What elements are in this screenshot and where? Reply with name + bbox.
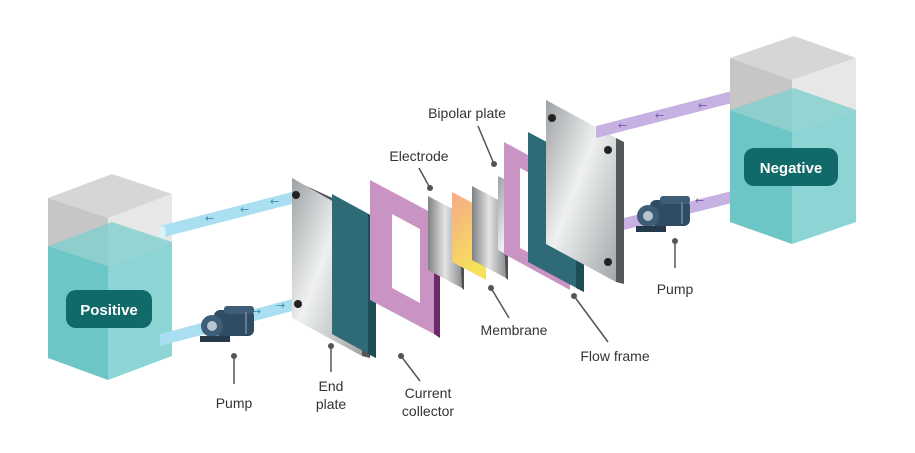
negative-label: Negative [760,160,823,177]
negative-badge: Negative [744,148,838,186]
svg-text:→: → [276,299,285,312]
current-collector-label-line1: Current [405,385,452,401]
positive-tank [48,174,172,380]
right-pump-label-group: Pump [657,238,694,297]
flow-frame-label: Flow frame [580,348,649,364]
positive-badge: Positive [66,290,152,328]
left-pump-label: Pump [216,395,253,411]
membrane-label: Membrane [481,322,548,338]
flow-frame-callout: Flow frame [571,293,650,364]
current-collector-label-line2: collector [402,403,454,419]
svg-text:←: ← [205,212,214,225]
current-collector-callout: Current collector [398,353,454,419]
end-plate-right [546,100,624,284]
membrane-callout: Membrane [481,285,548,338]
electrode-label: Electrode [389,148,448,164]
flow-frame-left [370,180,440,338]
bipolar-plate-label: Bipolar plate [428,105,506,121]
bipolar-plate-callout: Bipolar plate [428,105,506,167]
end-plate-label-line1: End [319,378,344,394]
positive-return-pipe: ← ← ← [158,192,292,238]
right-pump-icon [636,196,690,232]
svg-text:←: ← [695,194,704,207]
left-pump-label-group: Pump [216,353,253,411]
end-plate-label-line2: plate [316,396,347,412]
end-plate-callout: End plate [316,343,347,412]
svg-text:←: ← [270,195,279,208]
svg-text:←: ← [698,99,707,112]
svg-text:←: ← [240,203,249,216]
right-pump-label: Pump [657,281,694,297]
electrode-callout: Electrode [389,148,449,191]
positive-label: Positive [80,302,138,319]
svg-text:→: → [252,305,261,318]
svg-text:←: ← [618,119,627,132]
left-pump-icon [200,306,254,342]
current-collector [332,194,376,358]
negative-tank [730,36,856,244]
svg-text:←: ← [655,109,664,122]
